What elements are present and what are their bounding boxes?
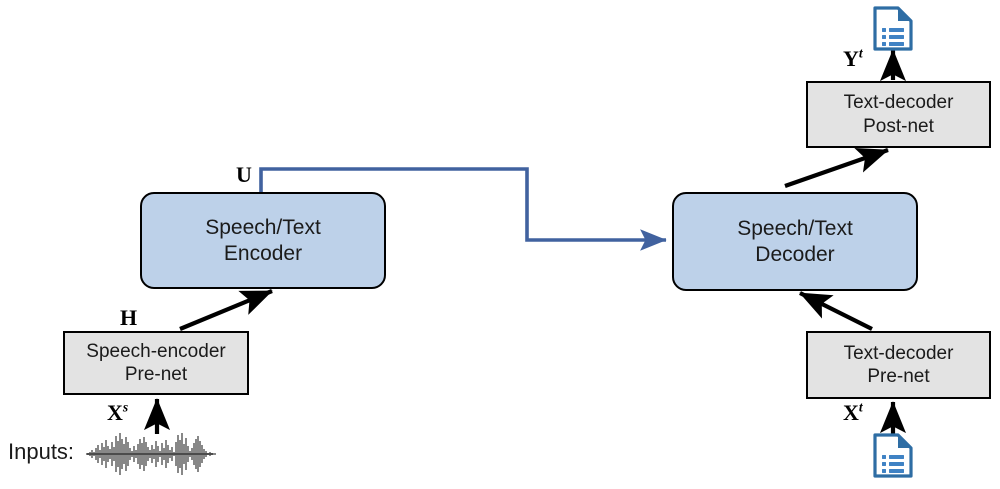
text-document-icon-input bbox=[873, 433, 913, 478]
node-text-decoder-post-net[interactable]: Text-decoder Post-net bbox=[806, 81, 991, 148]
label-output-text-Yt-base: Y bbox=[843, 46, 859, 71]
node-speech-encoder-pre-net-line2: Pre-net bbox=[124, 364, 188, 385]
node-speech-text-decoder-line2: Decoder bbox=[755, 242, 835, 266]
arrow-text-pre-net-to-decoder bbox=[799, 291, 873, 331]
node-speech-text-encoder[interactable]: Speech/Text Encoder bbox=[140, 192, 386, 289]
node-text-decoder-pre-net[interactable]: Text-decoder Pre-net bbox=[806, 331, 991, 399]
text-document-icon-output bbox=[873, 6, 913, 51]
label-input-speech-Xs: Xs bbox=[107, 399, 129, 425]
arrow-speech-pre-net-to-encoder bbox=[179, 289, 273, 331]
node-speech-encoder-pre-net[interactable]: Speech-encoder Pre-net bbox=[63, 331, 249, 395]
connector-encoder-output-to-decoder bbox=[259, 167, 667, 251]
inputs-caption: Inputs: bbox=[8, 441, 74, 463]
node-speech-text-encoder-line2: Encoder bbox=[223, 241, 303, 265]
label-input-text-Xt-superscript: t bbox=[858, 399, 863, 415]
label-output-text-Yt-superscript: t bbox=[858, 45, 863, 61]
inputs-caption-text: Inputs: bbox=[8, 439, 75, 464]
node-speech-text-decoder[interactable]: Speech/Text Decoder bbox=[672, 192, 918, 291]
node-text-decoder-post-net-line2: Post-net bbox=[863, 115, 934, 137]
label-hidden-speech-H: H bbox=[120, 307, 137, 329]
label-input-speech-Xs-base: X bbox=[107, 400, 123, 425]
node-speech-text-decoder-line1: Speech/Text bbox=[737, 216, 853, 240]
node-speech-text-encoder-line1: Speech/Text bbox=[205, 215, 321, 239]
node-text-decoder-pre-net-line2: Pre-net bbox=[867, 366, 930, 387]
audio-waveform-icon bbox=[86, 433, 216, 475]
label-input-text-Xt: Xt bbox=[843, 399, 863, 425]
node-speech-encoder-pre-net-line1: Speech-encoder bbox=[86, 340, 226, 362]
arrow-decoder-to-post-net bbox=[784, 147, 889, 188]
label-input-text-Xt-base: X bbox=[843, 400, 859, 425]
label-hidden-speech-H-text: H bbox=[120, 305, 138, 330]
node-text-decoder-pre-net-line1: Text-decoder bbox=[843, 342, 954, 364]
label-encoder-output-U: U bbox=[236, 164, 252, 186]
label-input-speech-Xs-superscript: s bbox=[122, 399, 129, 415]
label-output-text-Yt: Yt bbox=[843, 45, 863, 71]
node-text-decoder-post-net-line1: Text-decoder bbox=[843, 92, 954, 114]
label-encoder-output-U-text: U bbox=[236, 162, 252, 187]
